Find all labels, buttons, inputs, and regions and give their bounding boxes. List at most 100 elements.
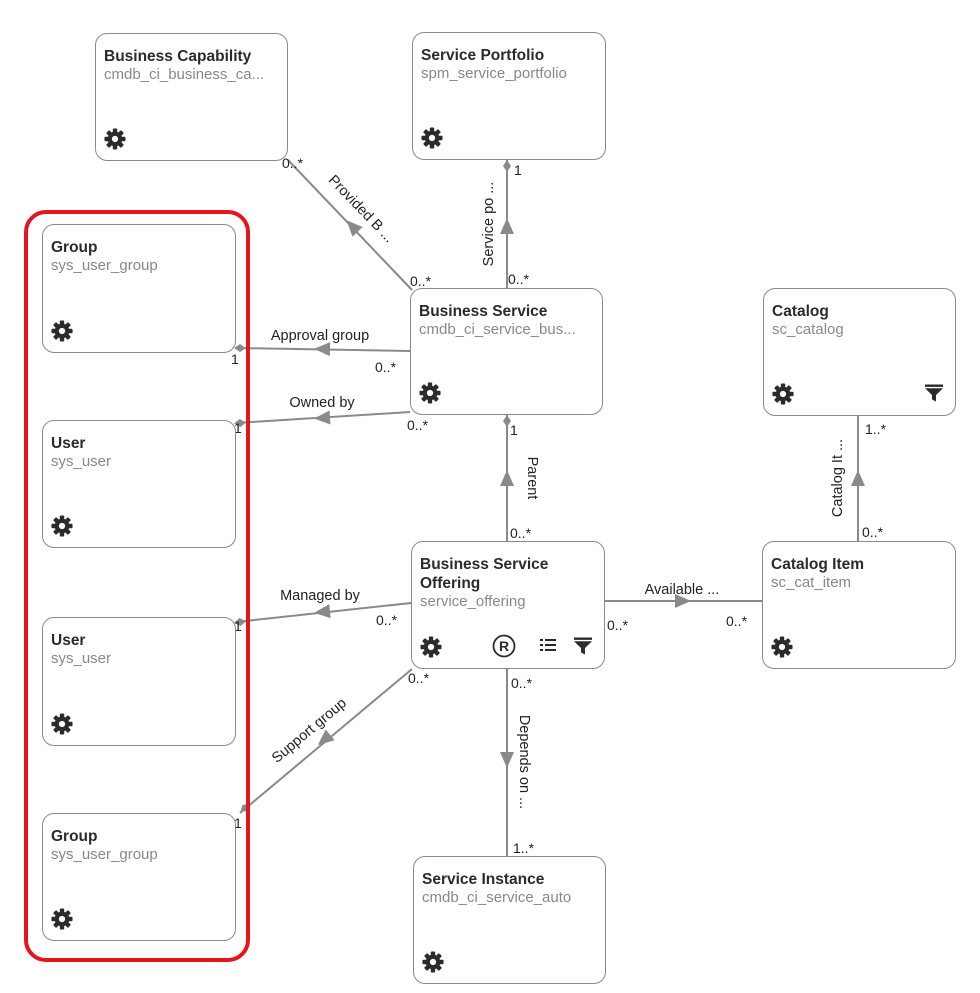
node-table-name: cmdb_ci_service_auto — [422, 889, 572, 906]
node-table-name: sys_user_group — [51, 846, 158, 863]
gear-icon[interactable] — [771, 636, 793, 658]
target-multiplicity: 1 — [234, 420, 242, 436]
node-title: Catalog — [772, 303, 829, 320]
arrow-head-icon — [675, 594, 691, 608]
source-multiplicity: 0..* — [508, 271, 530, 287]
edge-label: Managed by — [280, 588, 361, 604]
node-table-name: cmdb_ci_business_ca... — [104, 66, 265, 83]
arrow-head-icon — [314, 604, 331, 619]
filter-icon[interactable] — [925, 384, 943, 402]
node-table-name: spm_service_portfolio — [421, 65, 567, 82]
source-multiplicity: 0..* — [408, 670, 430, 686]
gear-icon[interactable] — [421, 127, 443, 149]
target-multiplicity: 0..* — [726, 613, 748, 629]
diamond-icon — [503, 160, 511, 172]
source-multiplicity: 0..* — [407, 417, 429, 433]
node-table-name: sys_user_group — [51, 257, 158, 274]
edge-label: Service po ... — [481, 182, 497, 267]
target-multiplicity: 1..* — [513, 840, 535, 856]
gear-icon[interactable] — [772, 383, 794, 405]
gear-icon[interactable] — [51, 713, 73, 735]
node-table-name: sc_cat_item — [771, 574, 852, 591]
registered-icon[interactable]: R — [492, 634, 516, 658]
edge-service-portfolio-rel[interactable]: Service po ... 0..* 1 — [481, 160, 530, 290]
source-multiplicity: 0..* — [376, 612, 398, 628]
source-multiplicity: 0..* — [410, 273, 432, 289]
node-table-name: sys_user — [51, 453, 112, 470]
svg-text:R: R — [499, 638, 509, 654]
gear-icon[interactable] — [422, 951, 444, 973]
node-title: User — [51, 435, 86, 452]
gear-icon[interactable] — [51, 908, 73, 930]
edge-managed-by[interactable]: Managed by 0..* 1 — [234, 588, 412, 634]
node-title: Service Instance — [422, 871, 545, 888]
gear-icon[interactable] — [51, 515, 73, 537]
arrow-head-icon — [851, 470, 865, 486]
target-multiplicity: 1 — [514, 162, 522, 178]
node-title: Business Service Offering — [420, 556, 549, 592]
edge-depends-on[interactable]: Depends on ... 0..* 1..* — [500, 669, 535, 856]
edge-label: Depends on ... — [516, 715, 532, 809]
arrow-head-icon — [314, 410, 331, 425]
target-multiplicity: 1 — [510, 422, 518, 438]
arrow-head-icon — [317, 729, 335, 746]
diamond-icon — [234, 419, 246, 427]
diamond-icon — [234, 344, 246, 352]
node-title: Group — [51, 239, 98, 256]
node-title: Catalog Item — [771, 556, 865, 573]
edge-owned-by[interactable]: Owned by 0..* 1 — [234, 395, 429, 436]
list-icon[interactable] — [540, 637, 558, 655]
source-multiplicity: 0..* — [375, 359, 397, 375]
node-title: Business Service — [419, 303, 548, 320]
arrow-head-icon — [500, 470, 514, 486]
filter-icon[interactable] — [574, 637, 592, 655]
edge-approval-group[interactable]: Approval group 0..* 1 — [231, 328, 411, 375]
target-multiplicity: 1 — [231, 351, 239, 367]
arrow-head-icon — [500, 218, 514, 234]
edge-parent[interactable]: Parent 0..* 1 — [500, 415, 540, 541]
source-multiplicity: 0..* — [607, 617, 629, 633]
arrow-head-icon — [346, 220, 363, 237]
diamond-icon — [503, 415, 511, 427]
node-title: Group — [51, 828, 98, 845]
source-multiplicity: 0..* — [510, 525, 532, 541]
node-table-name: sys_user — [51, 650, 112, 667]
gear-icon[interactable] — [419, 382, 441, 404]
edge-available[interactable]: Available ... 0..* 0..* — [605, 582, 762, 633]
arrow-head-icon — [500, 752, 514, 768]
target-multiplicity: 1..* — [865, 421, 887, 437]
edge-label: Parent — [524, 457, 540, 500]
node-table-name: service_offering — [420, 593, 526, 610]
gear-icon[interactable] — [51, 320, 73, 342]
diamond-icon — [234, 618, 246, 626]
node-title: Business Capability — [104, 48, 252, 65]
node-title: User — [51, 632, 86, 649]
node-table-name: cmdb_ci_service_bus... — [419, 321, 576, 338]
target-multiplicity: 1 — [234, 618, 242, 634]
node-title: Service Portfolio — [421, 47, 545, 64]
gear-icon[interactable] — [104, 128, 126, 150]
edge-provided-by[interactable]: Provided B ...0..*0..* — [282, 155, 432, 291]
target-multiplicity: 0..* — [282, 155, 304, 171]
edge-label: Approval group — [271, 328, 369, 344]
target-multiplicity: 1 — [234, 815, 242, 831]
edge-label: Available ... — [645, 582, 720, 598]
edge-catalog-it[interactable]: Catalog It ...0..*1..* — [830, 416, 887, 541]
source-multiplicity: 0..* — [862, 524, 884, 540]
gear-icon[interactable] — [420, 636, 442, 658]
source-multiplicity: 0..* — [511, 675, 533, 691]
edge-label: Owned by — [289, 395, 355, 411]
